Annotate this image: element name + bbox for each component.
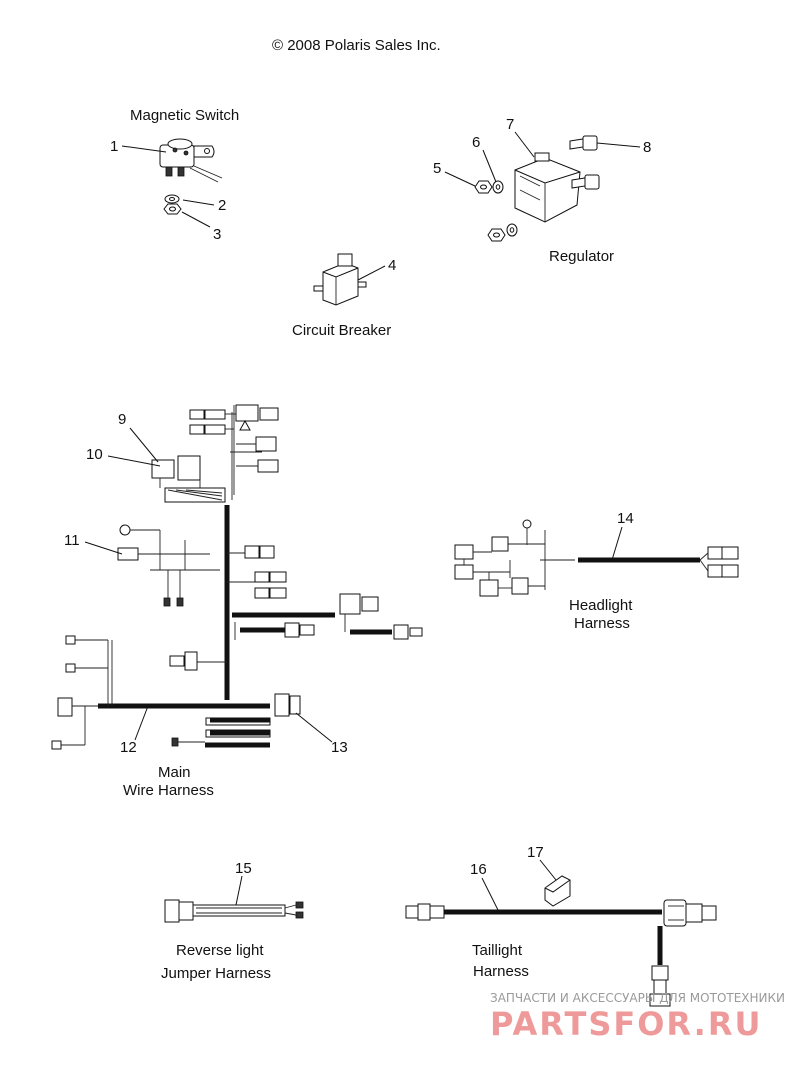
reverse-light-jumper-harness-part <box>164 899 304 923</box>
headlight-harness-label-line1: Headlight <box>569 597 633 614</box>
headlight-harness-part <box>454 519 739 597</box>
callout-8: 8 <box>643 139 651 156</box>
washer-part <box>164 194 180 204</box>
callout-5: 5 <box>433 160 441 177</box>
taillight-label-line2: Harness <box>473 963 529 980</box>
callout-4: 4 <box>388 257 396 274</box>
reverse-light-label-line2: Jumper Harness <box>161 965 271 982</box>
circuit-breaker-part <box>313 253 367 306</box>
callout-11: 11 <box>64 532 80 549</box>
callout-3: 3 <box>213 226 221 243</box>
watermark-tagline: ЗАПЧАСТИ И АКСЕССУАРЫ ДЛЯ МОТОТЕХНИКИ <box>490 991 785 1005</box>
regulator-part <box>514 152 581 223</box>
main-wire-harness-part <box>51 404 423 750</box>
main-wire-harness-label-line1: Main <box>158 764 191 781</box>
taillight-harness-part <box>405 899 717 1007</box>
headlight-harness-label-line2: Harness <box>574 615 630 632</box>
reverse-light-label-line1: Reverse light <box>176 942 264 959</box>
callout-2: 2 <box>218 197 226 214</box>
callout-12: 12 <box>120 739 137 756</box>
callout-13: 13 <box>331 739 348 756</box>
regulator-label: Regulator <box>549 248 614 265</box>
magnetic-switch-label: Magnetic Switch <box>130 107 239 124</box>
copyright-text: © 2008 Polaris Sales Inc. <box>272 37 441 54</box>
callout-7: 7 <box>506 116 514 133</box>
bolt-part <box>569 135 600 190</box>
regulator-nut-part <box>474 180 506 242</box>
nut-part <box>163 203 182 215</box>
callout-10: 10 <box>86 446 103 463</box>
watermark-logo: PARTSFOR.RU <box>490 1005 762 1043</box>
magnetic-switch-part <box>159 138 223 183</box>
callout-16: 16 <box>470 861 487 878</box>
callout-15: 15 <box>235 860 252 877</box>
main-wire-harness-label-line2: Wire Harness <box>123 782 214 799</box>
regulator-washer-part <box>492 180 518 237</box>
callout-1: 1 <box>110 138 118 155</box>
callout-17: 17 <box>527 844 544 861</box>
circuit-breaker-label: Circuit Breaker <box>292 322 391 339</box>
callout-9: 9 <box>118 411 126 428</box>
callout-14: 14 <box>617 510 634 527</box>
taillight-label-line1: Taillight <box>472 942 523 959</box>
clip-part <box>544 875 571 907</box>
callout-6: 6 <box>472 134 480 151</box>
